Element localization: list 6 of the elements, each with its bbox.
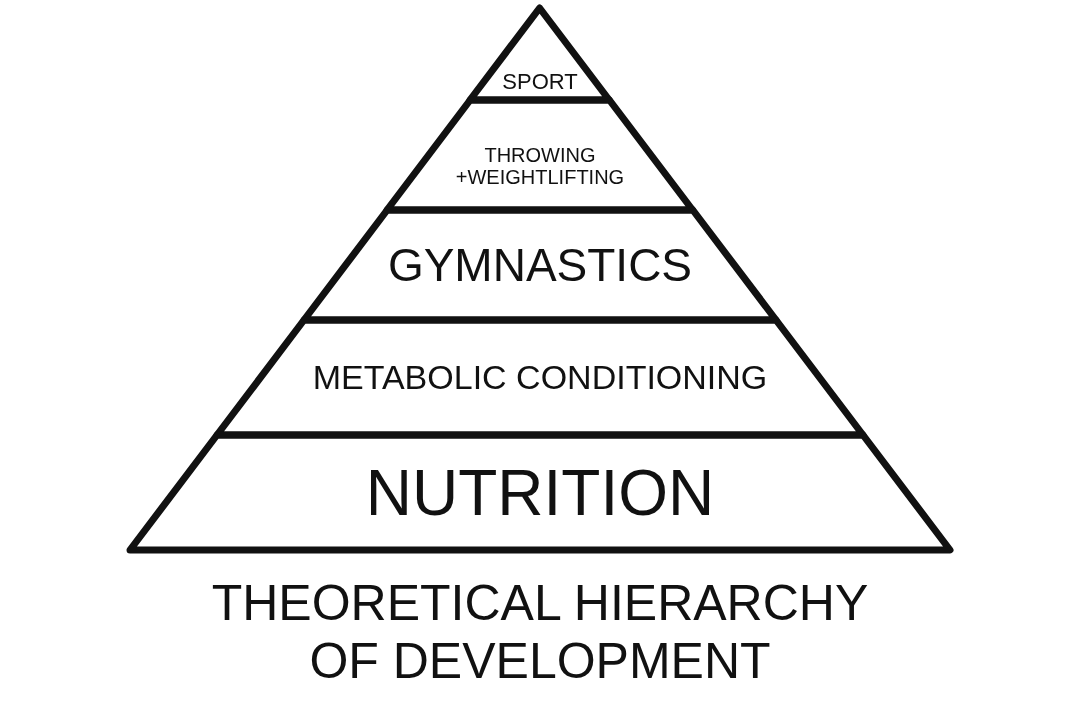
tier-label: THROWING +WEIGHTLIFTING [455, 144, 625, 188]
tier-label: NUTRITION [365, 457, 715, 528]
title: THEORETICAL HIERARCHY OF DEVELOPMENT [210, 575, 870, 690]
tier-label: SPORT [502, 69, 578, 94]
tier-label: METABOLIC CONDITIONING [312, 358, 768, 397]
tier-label: GYMNASTICS [387, 239, 693, 291]
